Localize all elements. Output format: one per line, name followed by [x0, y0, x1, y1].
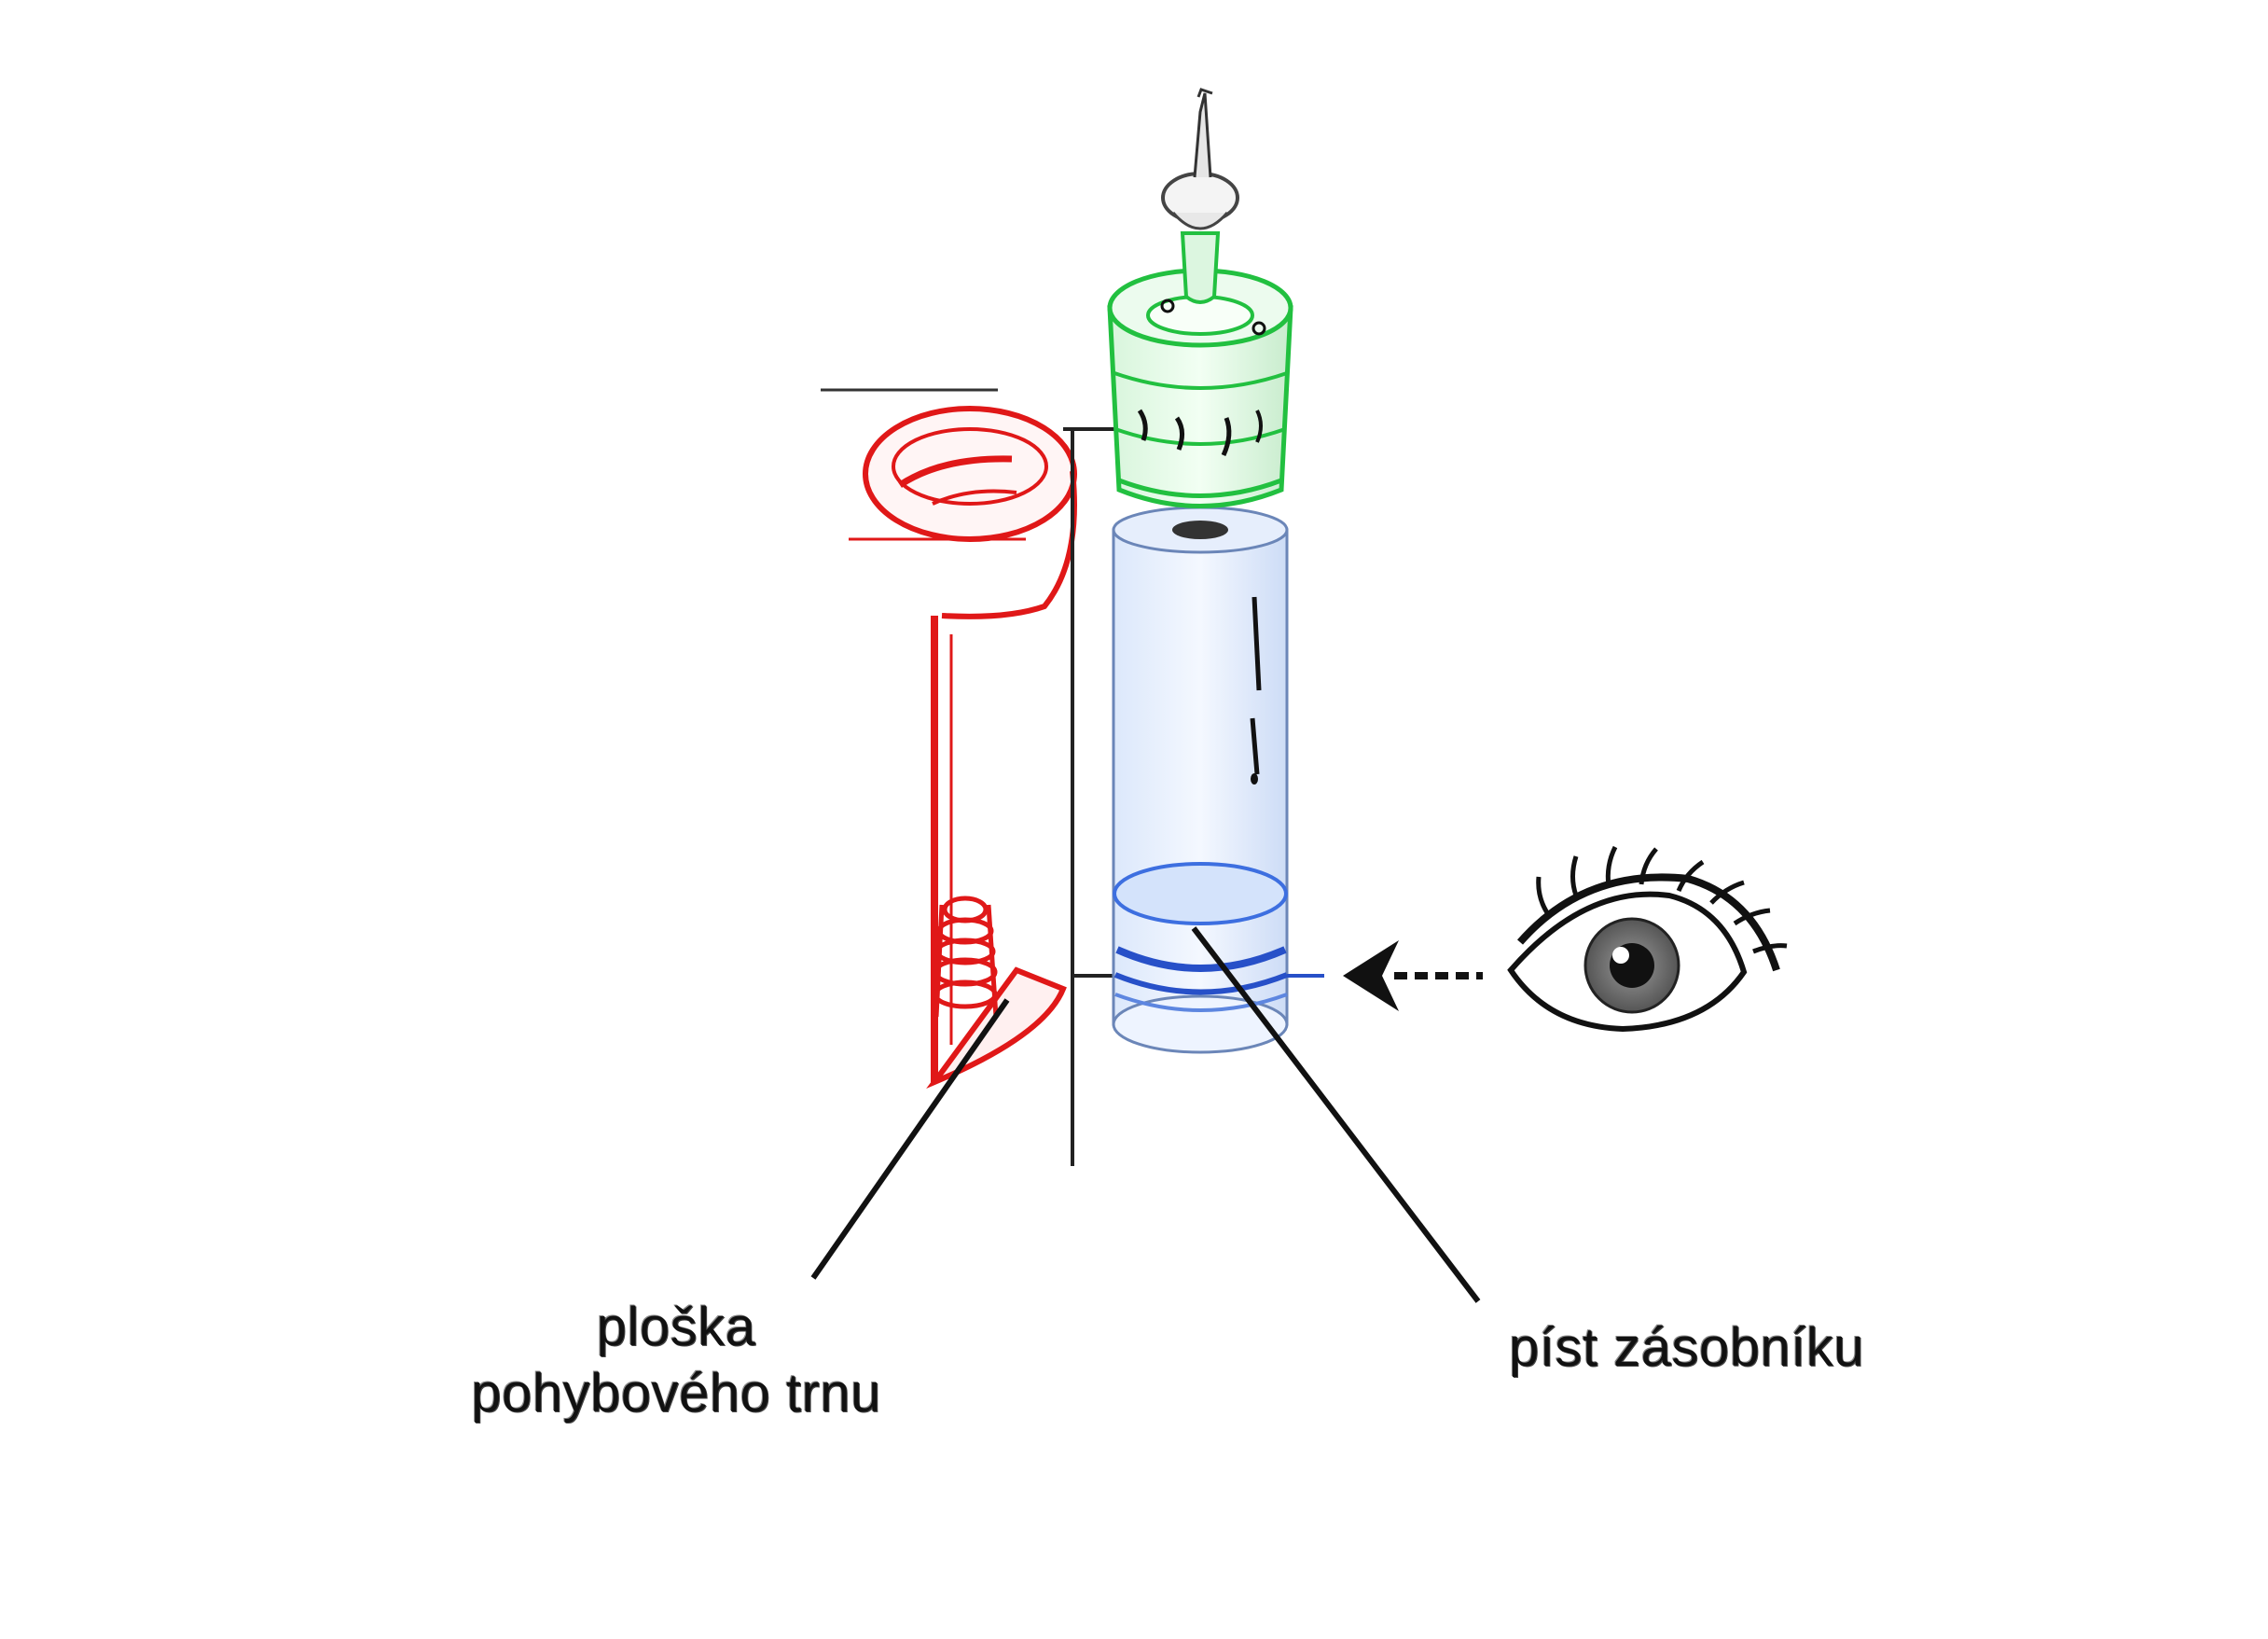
needle: [1193, 92, 1212, 178]
label-spindle-flat-line2: pohybového trnu: [471, 1362, 881, 1424]
view-arrow: [1343, 940, 1483, 1011]
pen-housing-mechanism: [863, 406, 1077, 1090]
label-spindle-flat: ploška pohybového trnu: [392, 1295, 961, 1427]
spindle-screw: [933, 896, 999, 1018]
callout-line-spindle-flat: [810, 998, 1010, 1280]
eye-icon: [1507, 845, 1788, 1033]
cartridge-body: [1112, 528, 1289, 1026]
needle-cap: [1107, 88, 1293, 539]
callout-line-plunger: [1191, 926, 1481, 1303]
housing-bottom-wedge: [926, 966, 1067, 1090]
housing-inner-ring: [892, 427, 1048, 506]
housing-ring-shading: [898, 455, 1013, 488]
holder-frame-lines: [821, 388, 1119, 1166]
cartridge-plunger: [1113, 862, 1289, 1012]
label-spindle-flat-line1: ploška: [596, 1297, 756, 1357]
label-cartridge-plunger: píst zásobníku: [1509, 1317, 1864, 1378]
cartridge: [1112, 506, 1324, 1054]
